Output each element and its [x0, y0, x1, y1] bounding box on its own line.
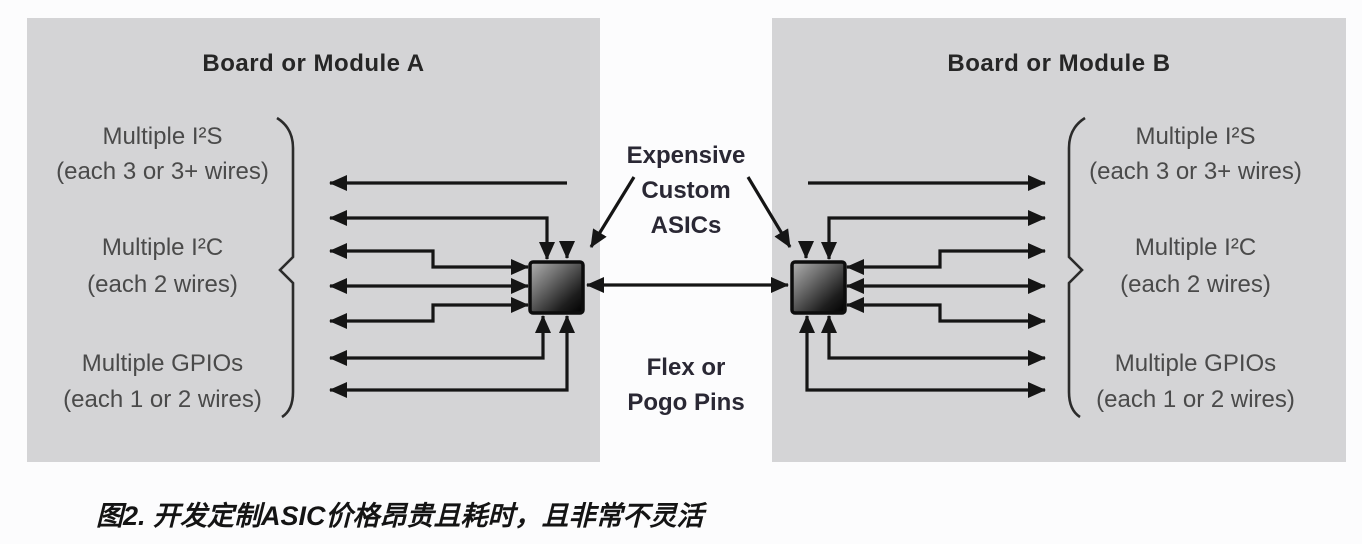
wire-a-i2c-3	[329, 297, 529, 329]
label-b-i2s-detail: (each 3 or 3+ wires)	[1089, 158, 1302, 185]
label-b-gpio-detail: (each 1 or 2 wires)	[1096, 386, 1295, 413]
label-a-gpio: Multiple GPIOs	[81, 350, 244, 377]
wire-a-gpio-2	[329, 315, 575, 398]
asic-chip-a	[528, 260, 585, 315]
annotation-arrow-to-asic-b	[746, 176, 792, 248]
label-a-i2c-detail: (each 2 wires)	[87, 271, 238, 298]
annotation-line: Expensive	[626, 142, 746, 169]
board-a-title: Board or Module A	[202, 50, 425, 77]
figure-caption: 图2. 开发定制ASIC价格昂贵且耗时，且非常不灵活	[96, 501, 704, 531]
annotation-line: ASICs	[650, 212, 722, 239]
annotation-arrow-to-asic-a	[589, 176, 636, 248]
expensive-custom-asics-annotation: Expensive Custom ASICs	[600, 138, 772, 243]
label-a-i2s-detail: (each 3 or 3+ wires)	[56, 158, 269, 185]
wire-a-i2c-1	[329, 243, 529, 275]
annotation-line: Custom	[641, 177, 731, 204]
label-a-i2s: Multiple I²S	[102, 123, 223, 150]
label-a-gpio-detail: (each 1 or 2 wires)	[63, 386, 262, 413]
annotation-line: Flex or	[646, 354, 726, 381]
board-b-title: Board or Module B	[947, 50, 1171, 77]
flex-pogo-pins-annotation: Flex or Pogo Pins	[600, 350, 772, 420]
label-b-i2c-detail: (each 2 wires)	[1120, 271, 1271, 298]
wire-b-i2c-1	[846, 243, 1046, 275]
wire-b-i2s-2	[821, 210, 1046, 260]
annotation-line: Pogo Pins	[627, 389, 745, 416]
label-a-i2c: Multiple I²C	[101, 234, 224, 261]
label-b-gpio: Multiple GPIOs	[1114, 350, 1277, 377]
brace-b	[1067, 116, 1086, 419]
label-b-i2c: Multiple I²C	[1134, 234, 1257, 261]
wire-b-i2c-3	[846, 297, 1046, 329]
wire-a-i2s-2	[329, 210, 555, 260]
asic-chip-b	[790, 260, 847, 315]
label-b-i2s: Multiple I²S	[1135, 123, 1256, 150]
brace-a	[276, 116, 295, 419]
wire-b-gpio-2	[799, 315, 1046, 398]
